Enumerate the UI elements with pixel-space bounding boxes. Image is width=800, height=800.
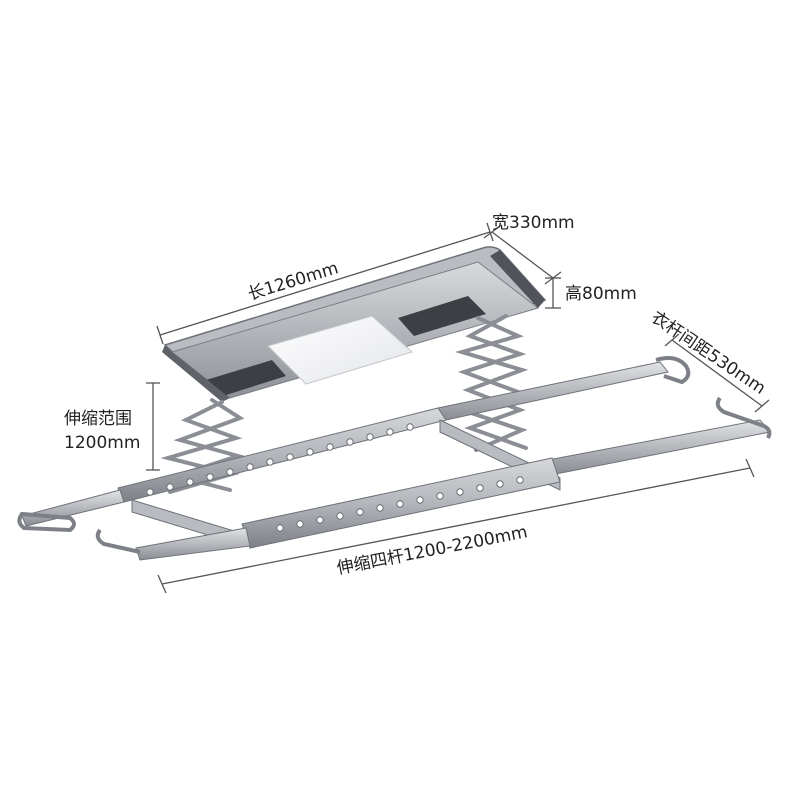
pole-spacing-label: 衣杆间距530mm	[647, 308, 769, 399]
height-label: 高80mm	[565, 284, 637, 304]
ceiling-unit	[162, 246, 547, 402]
pole-end-handle	[655, 356, 691, 385]
rear-pole	[17, 356, 691, 533]
width-label: 宽330mm	[492, 213, 575, 233]
scissor-arm-right	[454, 314, 529, 452]
pole-end-handle	[715, 396, 772, 439]
pole-end-handle	[17, 511, 76, 533]
vent-grille-right	[398, 296, 486, 336]
front-pole	[95, 396, 772, 561]
lift-range-value: 1200mm	[64, 433, 140, 453]
dimension-lines	[146, 222, 770, 594]
led-light-panel	[267, 315, 413, 385]
lift-range-label: 伸缩范围	[64, 409, 132, 429]
pole-end-handle	[95, 528, 141, 554]
vent-grille-left	[206, 360, 286, 397]
